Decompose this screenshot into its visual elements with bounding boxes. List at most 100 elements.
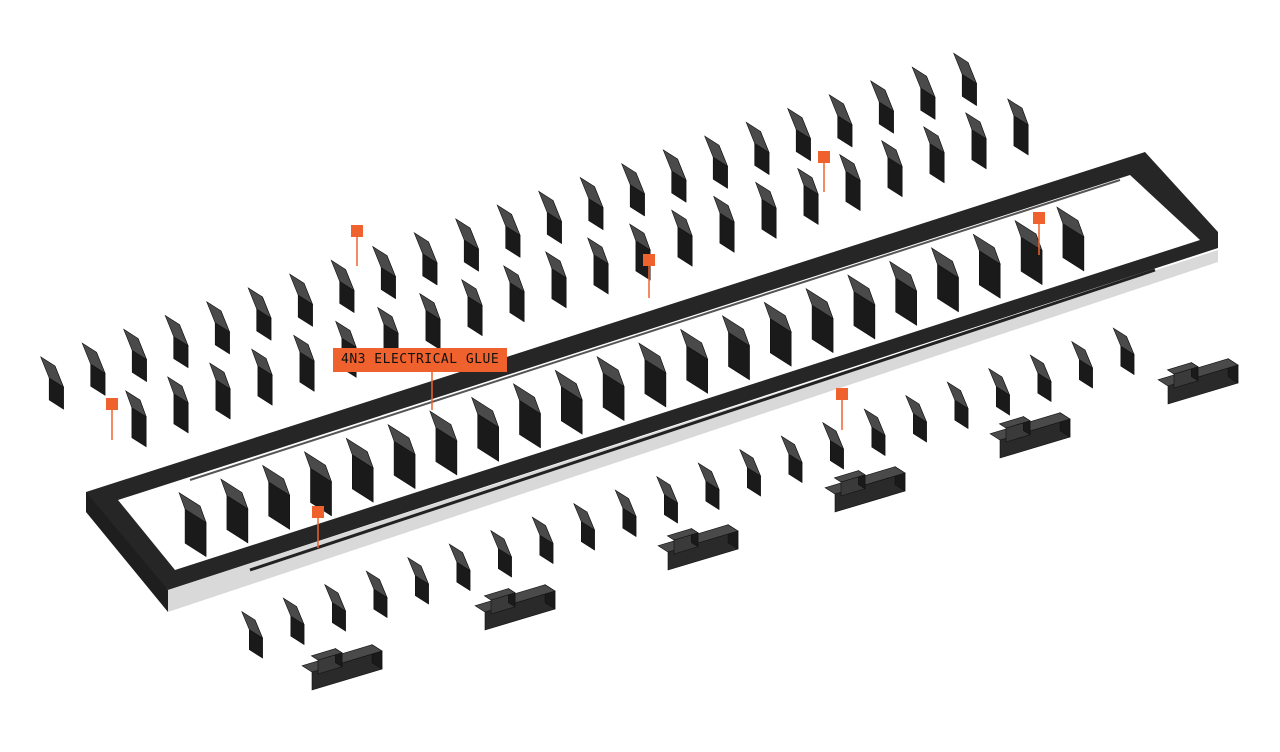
back-component-row (40, 52, 978, 410)
front-block (697, 462, 720, 511)
back-block (496, 204, 521, 258)
seated-module (512, 383, 541, 449)
front-block (822, 421, 845, 470)
back-block (870, 80, 895, 134)
base-clip (666, 528, 699, 555)
seated-module (930, 247, 959, 313)
back-block (206, 300, 231, 355)
back-block (289, 273, 314, 327)
back-block (123, 328, 148, 383)
base-part (301, 644, 383, 691)
base-clip (483, 588, 516, 615)
base-part (474, 584, 556, 631)
seated-module (889, 260, 918, 326)
connector-block (713, 195, 735, 253)
front-block (448, 543, 471, 592)
front-block (324, 583, 347, 632)
connector-block (587, 237, 609, 295)
back-block (621, 162, 646, 217)
back-block (662, 149, 687, 203)
front-block (863, 408, 886, 457)
connector-block (503, 265, 525, 323)
front-block (739, 448, 762, 497)
front-block (1071, 340, 1094, 389)
seated-module (345, 437, 374, 503)
front-block (365, 570, 388, 619)
frame-side (168, 250, 1218, 612)
connector-block (671, 209, 693, 267)
back-block (787, 107, 812, 162)
connector-block (167, 376, 189, 434)
middle-connector-row (125, 98, 1029, 448)
seated-module (638, 342, 667, 408)
front-block (780, 435, 803, 484)
connector-block (881, 139, 903, 198)
marker-top-right (643, 254, 655, 298)
connector-block (419, 292, 441, 351)
back-block (538, 190, 563, 245)
marker-far-right (1033, 212, 1045, 255)
seated-module (387, 423, 416, 490)
front-block (1112, 327, 1135, 376)
seated-module (1056, 206, 1085, 272)
base-clip (833, 470, 866, 497)
connector-block (251, 348, 273, 406)
back-block (745, 121, 770, 176)
back-block (372, 245, 397, 300)
front-block (946, 381, 969, 430)
marker-top-center (818, 151, 830, 192)
base-clip (1166, 362, 1199, 389)
connector-block (125, 390, 147, 448)
back-block (704, 135, 729, 189)
electrical-glue-callout[interactable]: 4N3 ELECTRICAL GLUE (333, 348, 508, 372)
marker-top-left (351, 225, 363, 266)
seated-module (262, 464, 291, 530)
back-block (330, 259, 355, 314)
base-part (824, 466, 906, 513)
frame-end (86, 492, 168, 612)
front-component-row (241, 327, 1135, 659)
seated-module (303, 451, 332, 517)
rail (189, 179, 1121, 481)
base-clip (310, 648, 343, 675)
seated-module (1014, 219, 1043, 286)
back-block (828, 93, 853, 148)
connector-block (923, 126, 945, 184)
seated-module (220, 478, 249, 544)
front-block (1029, 354, 1052, 403)
back-block (81, 342, 106, 396)
back-block (911, 66, 936, 120)
base-part (1157, 358, 1239, 405)
front-block (656, 475, 679, 524)
back-block (164, 314, 189, 369)
front-block (614, 489, 637, 538)
base-clip (998, 416, 1031, 443)
seated-module (429, 410, 458, 476)
front-block (282, 597, 305, 646)
seated-module (554, 369, 583, 435)
connector-block (965, 112, 987, 170)
front-block (988, 367, 1011, 416)
marker-layer (106, 151, 1045, 548)
connector-block (293, 334, 315, 392)
back-block (455, 218, 480, 272)
connector-block (629, 223, 651, 281)
connector-block (209, 362, 231, 420)
seated-module (721, 315, 750, 381)
front-block (490, 529, 513, 578)
back-block (953, 52, 978, 107)
seated-module (471, 396, 500, 462)
seated-module (763, 301, 792, 367)
front-block (573, 502, 596, 551)
connector-block (755, 181, 777, 239)
connector-block (839, 153, 861, 212)
connector-block (1007, 98, 1029, 156)
base-part-row (301, 358, 1239, 691)
rail (249, 268, 1156, 572)
seated-module (805, 287, 834, 354)
back-block (40, 356, 65, 410)
front-block (905, 394, 928, 443)
seated-module (972, 233, 1001, 299)
marker-front-right (836, 388, 848, 430)
